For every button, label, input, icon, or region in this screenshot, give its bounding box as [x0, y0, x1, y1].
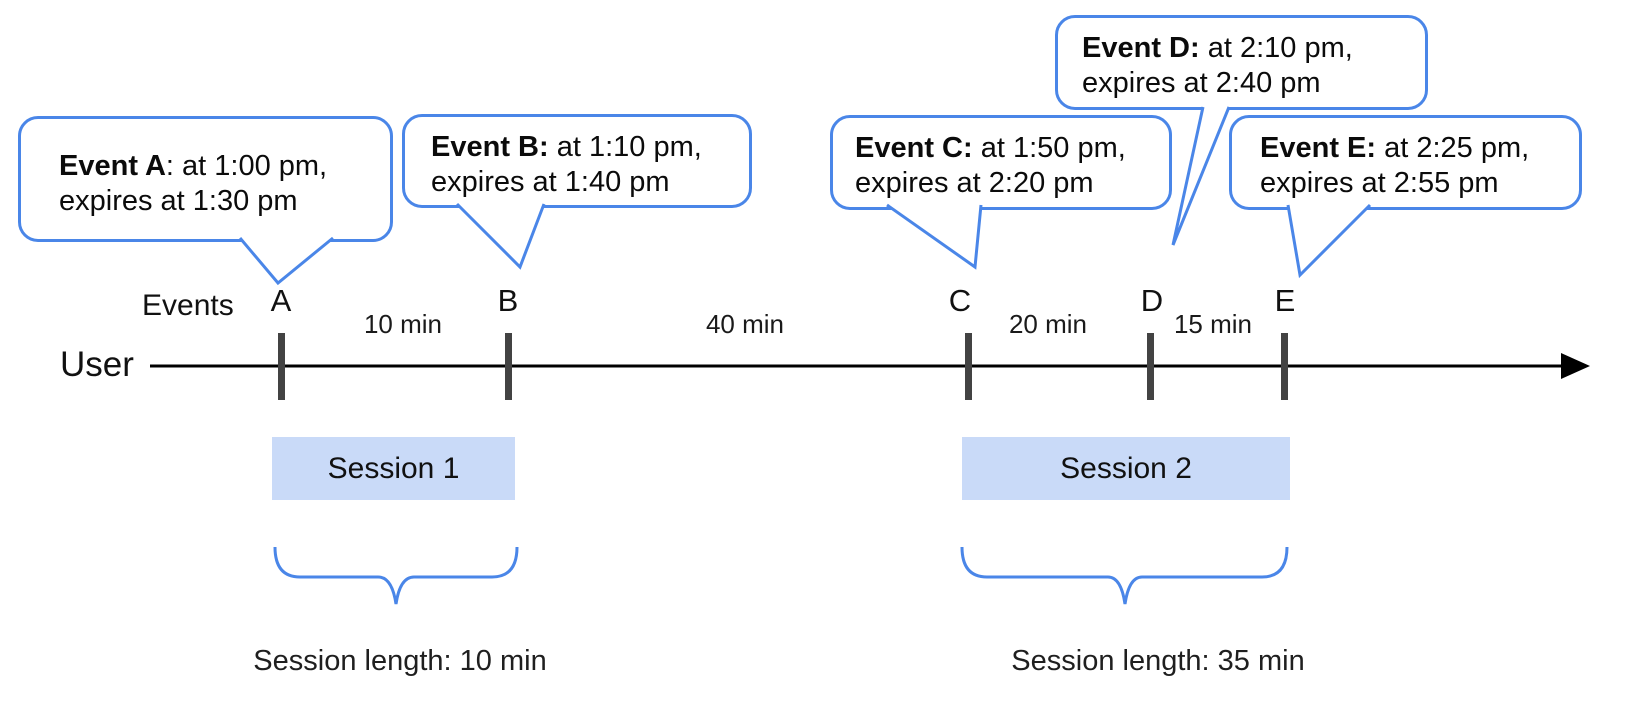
interval-label-cd: 20 min — [1008, 309, 1088, 339]
user-label: User — [60, 345, 134, 384]
event-c-expiry: expires at 2:20 pm — [855, 167, 1094, 199]
event-bubble-b: Event B: at 1:10 pm, expires at 1:40 pm — [402, 114, 752, 208]
session-2-label: Session 2 — [1060, 451, 1192, 485]
bubble-tail-c — [886, 203, 983, 270]
tick-mark-d — [1147, 333, 1154, 400]
event-bubble-a: Event A: at 1:00 pm, expires at 1:30 pm — [18, 116, 393, 242]
interval-label-bc: 40 min — [705, 309, 785, 339]
event-d-expiry: expires at 2:40 pm — [1082, 67, 1321, 99]
event-a-line1: Event A: at 1:00 pm, — [59, 149, 372, 184]
event-b-expiry: expires at 1:40 pm — [431, 166, 670, 198]
session-1-box: Session 1 — [272, 437, 515, 500]
tick-mark-b — [505, 333, 512, 400]
session-2-length-label: Session length: 35 min — [1011, 645, 1305, 677]
tick-mark-a — [278, 333, 285, 400]
bubble-tail-b — [455, 202, 546, 270]
event-b-title: Event B: — [431, 131, 549, 163]
event-bubble-c: Event C: at 1:50 pm, expires at 2:20 pm — [830, 115, 1172, 210]
bubble-tail-e — [1286, 203, 1372, 279]
event-c-time: at 1:50 pm, — [972, 132, 1126, 164]
event-a-title: Event A — [59, 150, 166, 182]
event-e-line1: Event E: at 2:25 pm, — [1260, 131, 1561, 166]
bubble-tail-a — [238, 236, 334, 286]
session-1-brace — [273, 546, 519, 605]
event-e-expiry: expires at 2:55 pm — [1260, 167, 1499, 199]
session-1-label: Session 1 — [327, 451, 460, 485]
event-b-time: at 1:10 pm, — [548, 131, 702, 163]
event-a-expiry: expires at 1:30 pm — [59, 185, 298, 217]
tick-label-d: D — [1140, 283, 1164, 318]
bubble-tail-d — [1171, 106, 1231, 246]
event-e-title: Event E: — [1260, 132, 1377, 164]
tick-label-c: C — [948, 283, 972, 318]
interval-label-de: 15 min — [1173, 309, 1253, 339]
events-label: Events — [142, 289, 234, 322]
session-2-brace — [960, 546, 1289, 605]
event-e-time: at 2:25 pm, — [1376, 132, 1530, 164]
session-1-length-label: Session length: 10 min — [253, 645, 547, 677]
tick-mark-e — [1281, 333, 1288, 400]
tick-label-e: E — [1274, 283, 1296, 318]
timeline-arrowhead-icon — [1561, 353, 1590, 379]
event-bubble-e: Event E: at 2:25 pm, expires at 2:55 pm — [1229, 115, 1582, 210]
tick-mark-c — [965, 333, 972, 400]
session-2-box: Session 2 — [962, 437, 1290, 500]
interval-label-ab: 10 min — [363, 309, 443, 339]
event-bubble-d: Event D: at 2:10 pm, expires at 2:40 pm — [1055, 15, 1428, 110]
event-c-line1: Event C: at 1:50 pm, — [855, 131, 1151, 166]
event-d-time: at 2:10 pm, — [1199, 32, 1353, 64]
event-a-time: : at 1:00 pm, — [165, 150, 328, 182]
tick-label-b: B — [497, 283, 519, 318]
event-b-line1: Event B: at 1:10 pm, — [431, 130, 731, 165]
event-d-title: Event D: — [1082, 32, 1200, 64]
event-d-line1: Event D: at 2:10 pm, — [1082, 31, 1407, 66]
tick-label-a: A — [270, 283, 292, 318]
event-c-title: Event C: — [855, 132, 973, 164]
